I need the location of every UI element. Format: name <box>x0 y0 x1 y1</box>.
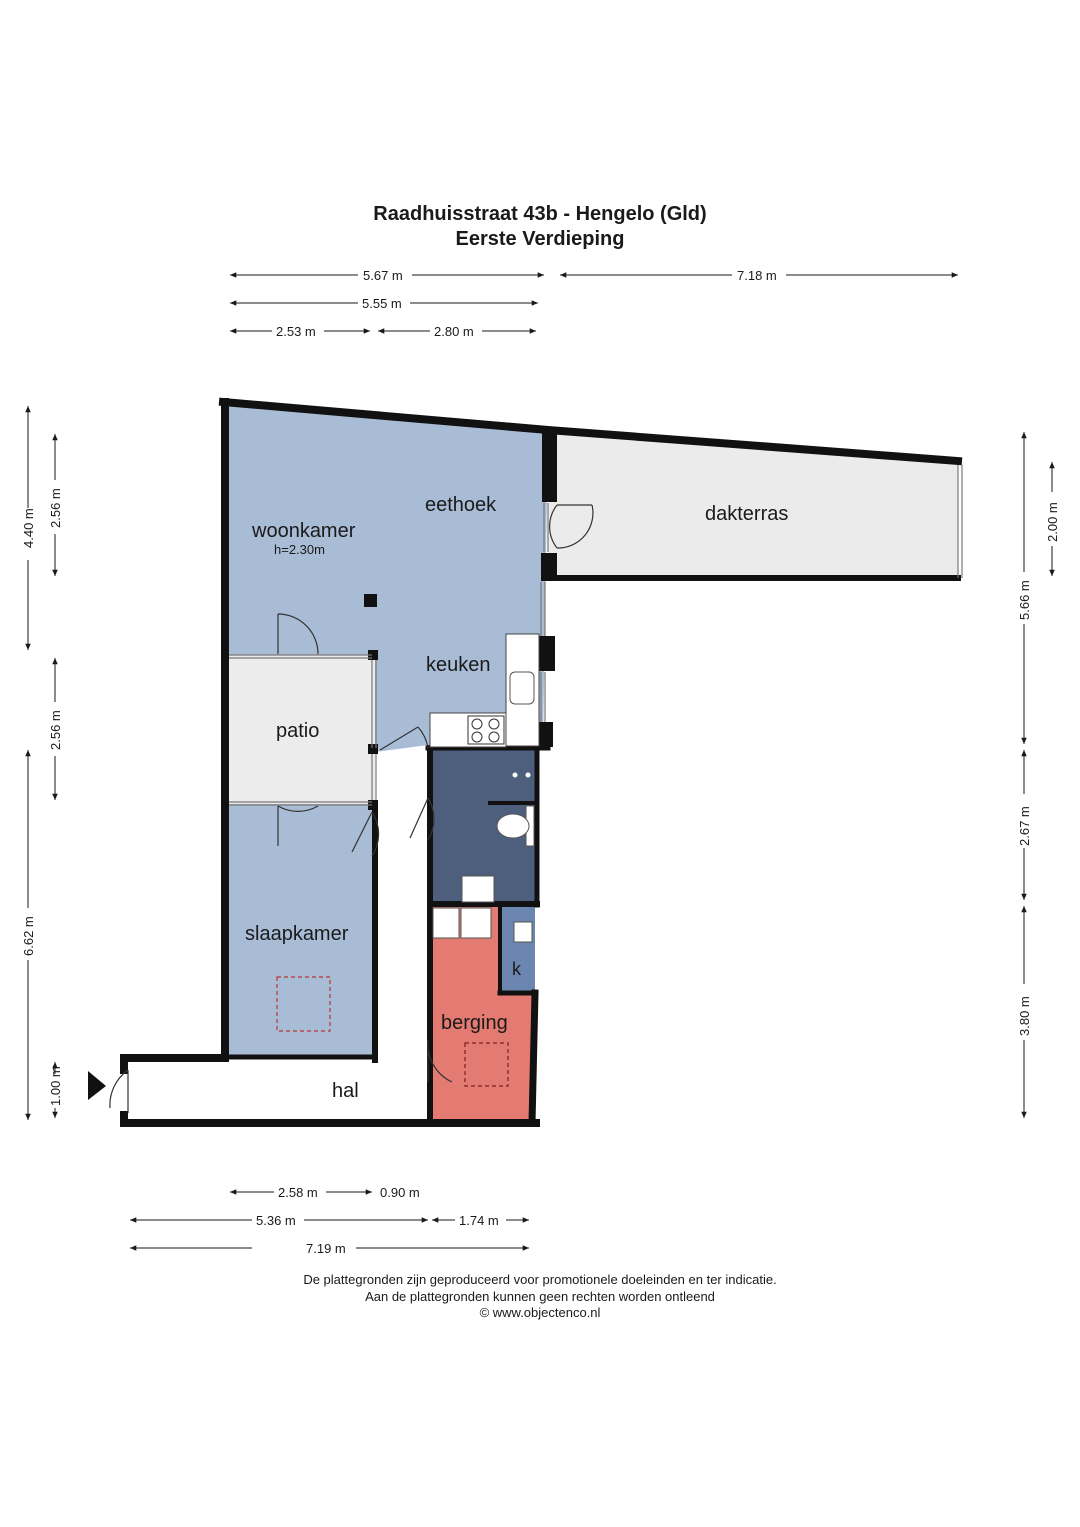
dim-bottom-536: 5.36 m <box>256 1213 296 1228</box>
room-patio-area <box>227 655 375 804</box>
room-woonkamer-area <box>225 404 548 752</box>
dim-left-256a: 2.56 m <box>48 488 63 528</box>
door-swings <box>109 504 594 1113</box>
washbasin-icon <box>461 875 495 903</box>
label-keuken: keuken <box>426 654 491 676</box>
label-berging: berging <box>441 1012 508 1034</box>
label-k: k <box>512 959 522 979</box>
wall-blocks <box>364 432 557 810</box>
dim-bottom-719: 7.19 m <box>306 1241 346 1256</box>
room-dakterras-area <box>548 432 958 580</box>
dim-right-267: 2.67 m <box>1017 806 1032 846</box>
disclaimer-line-1: De plattegronden zijn geproduceerd voor … <box>303 1272 777 1287</box>
washer-icon <box>432 907 492 939</box>
room-berging-area <box>430 905 535 1122</box>
dim-right-566: 5.66 m <box>1017 580 1032 620</box>
label-woonkamer-height: h=2.30m <box>274 542 325 557</box>
dim-left-256b: 2.56 m <box>48 710 63 750</box>
top-dimensions <box>230 272 958 334</box>
floor-title: Eerste Verdieping <box>455 228 625 250</box>
sink-icon <box>509 671 535 705</box>
toilet-icon <box>496 805 535 847</box>
dim-left-662: 6.62 m <box>21 916 36 956</box>
room-slaapkamer-area <box>227 804 375 1057</box>
dim-top-718: 7.18 m <box>737 268 777 283</box>
left-dimensions <box>25 406 58 1120</box>
dim-right-200: 2.00 m <box>1045 502 1060 542</box>
dim-right-380: 3.80 m <box>1017 996 1032 1036</box>
address-title: Raadhuisstraat 43b - Hengelo (Gld) <box>373 203 707 225</box>
entrance-marker-icon <box>88 1071 106 1100</box>
label-woonkamer: woonkamer <box>251 520 356 542</box>
openings <box>229 465 963 806</box>
bottom-dimensions <box>130 1189 529 1251</box>
right-dimensions <box>1021 432 1055 1118</box>
dim-bottom-174: 1.74 m <box>459 1213 499 1228</box>
dim-top-280: 2.80 m <box>434 324 474 339</box>
label-eethoek: eethoek <box>425 494 497 516</box>
stove-icon <box>467 715 505 745</box>
disclaimer-line-2: Aan de plattegronden kunnen geen rechten… <box>365 1289 715 1304</box>
walls <box>120 397 963 1127</box>
dim-top-555: 5.55 m <box>362 296 402 311</box>
dim-top-567: 5.67 m <box>363 268 403 283</box>
dim-bottom-258: 2.58 m <box>278 1185 318 1200</box>
boiler-icon <box>513 921 533 943</box>
copyright-link[interactable]: © www.objectenco.nl <box>479 1305 601 1320</box>
label-slaapkamer: slaapkamer <box>245 923 349 945</box>
dim-left-100: 1.00 m <box>48 1066 63 1106</box>
dim-left-440: 4.40 m <box>21 508 36 548</box>
room-k-area <box>500 905 535 993</box>
label-patio: patio <box>276 720 319 742</box>
dim-bottom-090: 0.90 m <box>380 1185 420 1200</box>
label-dakterras: dakterras <box>705 503 788 525</box>
dim-top-253: 2.53 m <box>276 324 316 339</box>
shower-tap-icon <box>512 772 531 778</box>
attic-hatch-slaapkamer <box>276 976 331 1032</box>
label-hal: hal <box>332 1080 359 1102</box>
attic-hatch-berging <box>464 1042 509 1087</box>
